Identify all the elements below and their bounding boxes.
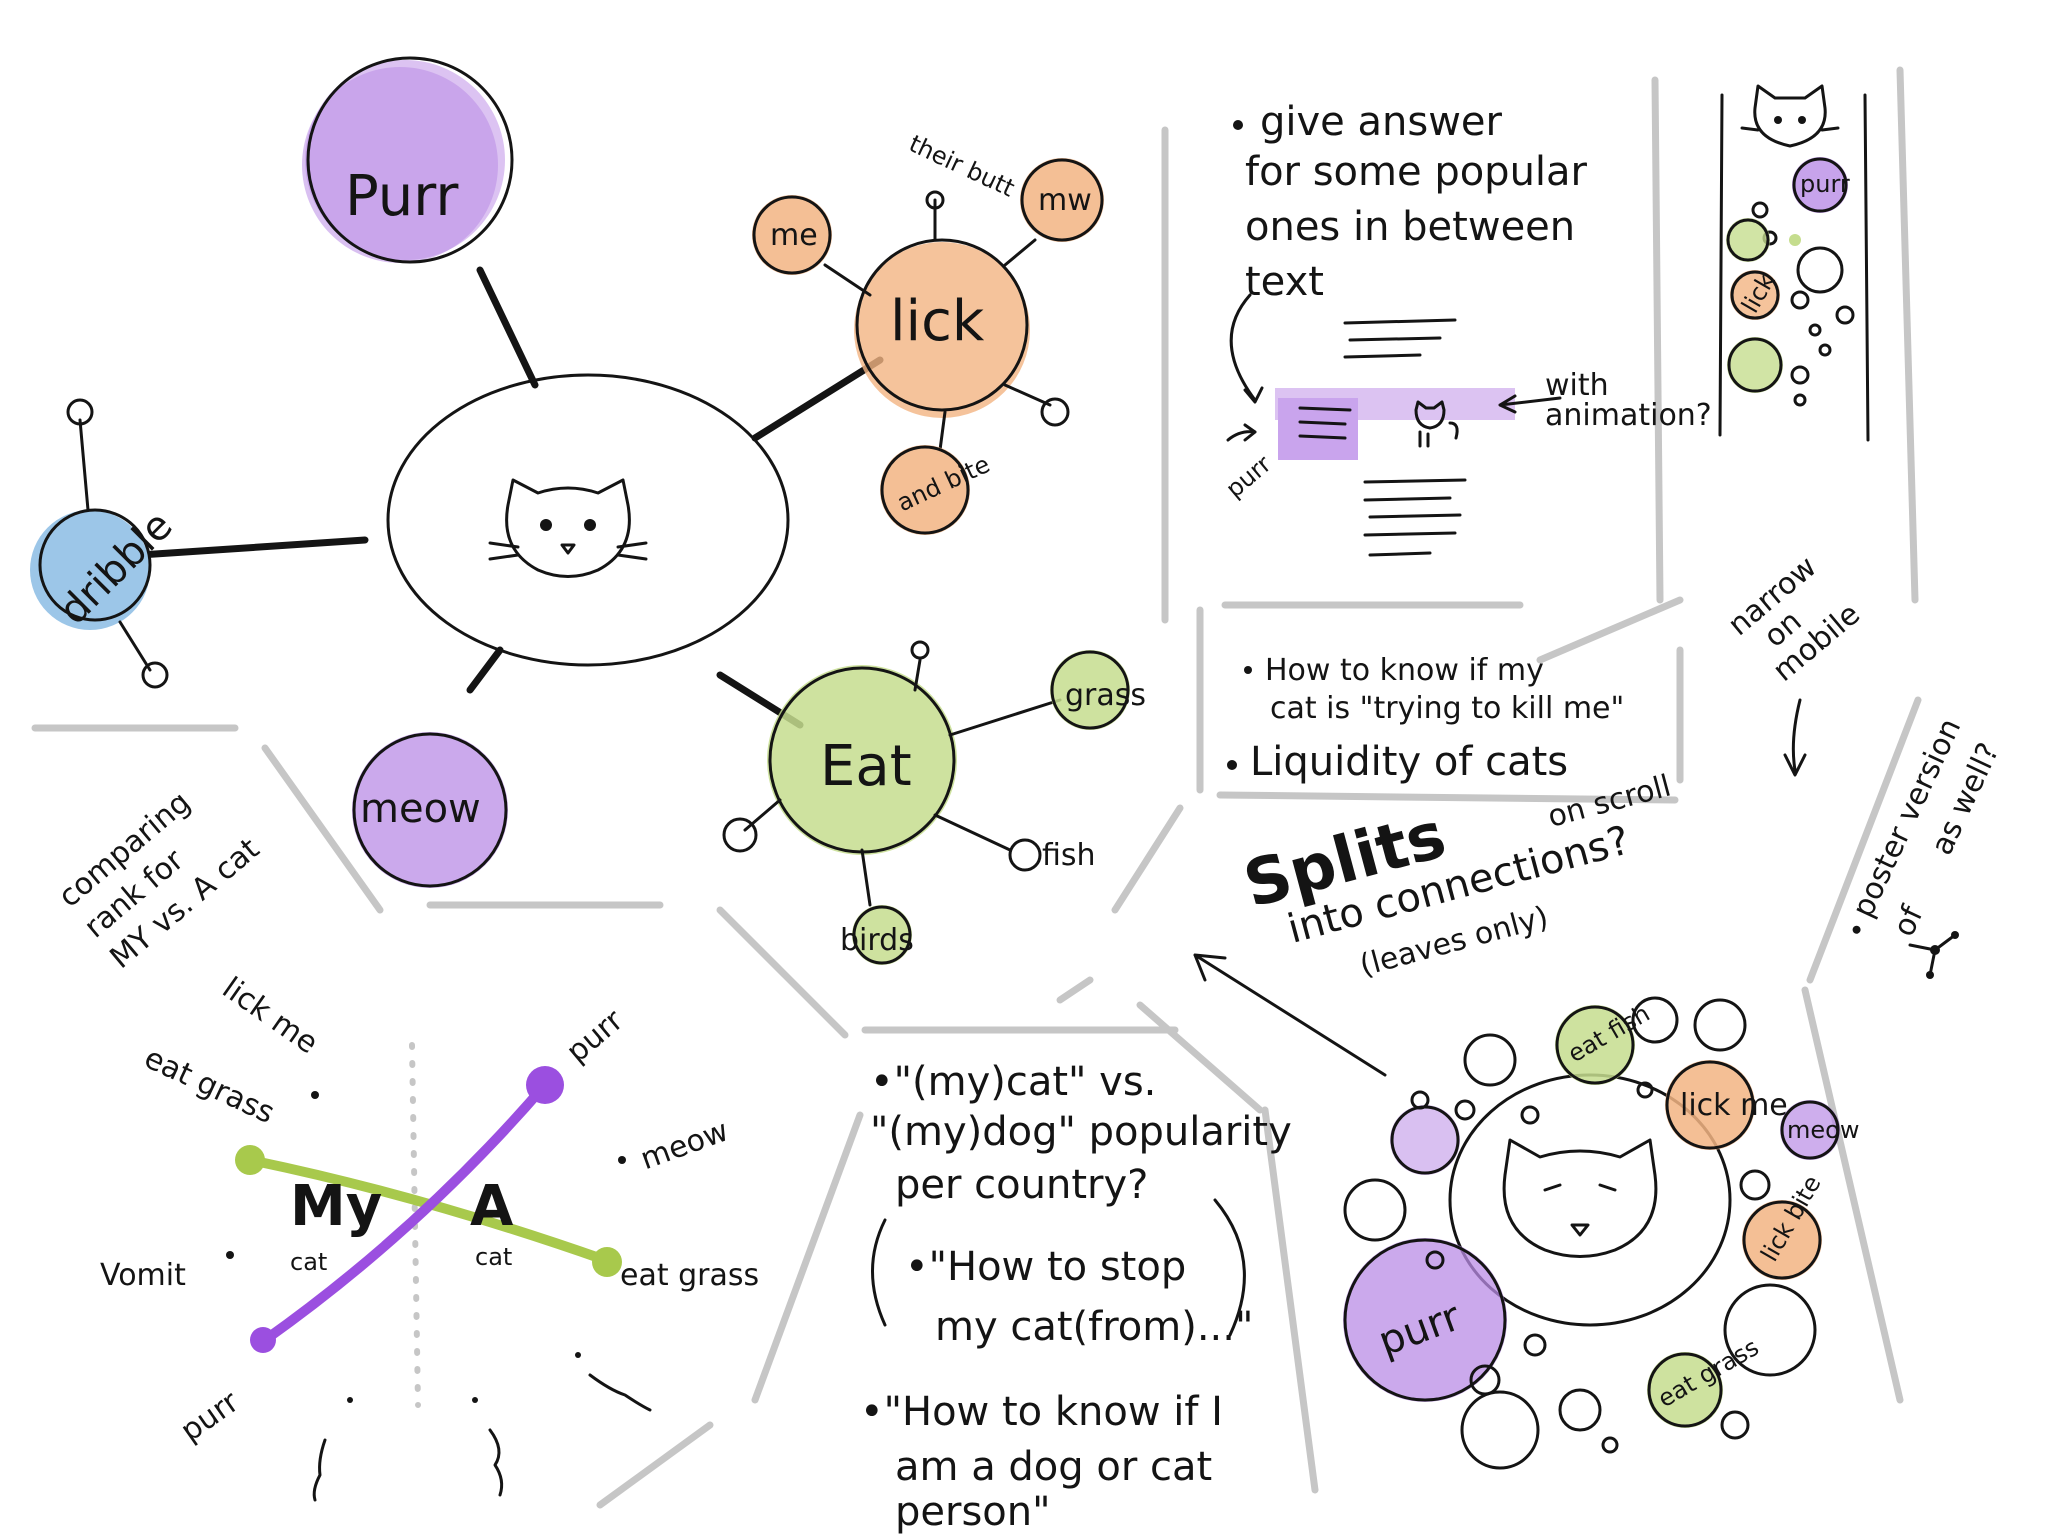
narrow-note: narrow on mobile [1721, 549, 1866, 688]
questions-note: How to know if my cat is "trying to kill… [1227, 653, 1624, 785]
birds-label: birds [840, 923, 914, 958]
arrow-left [1498, 394, 1562, 414]
meow-label: meow [360, 786, 481, 832]
know-line3: person" [895, 1489, 1051, 1535]
meow-bubble: meow [1787, 1116, 1859, 1144]
mobile-cat-icon [1740, 84, 1840, 148]
node-lick: lick me their butt mw and bite [752, 129, 1104, 535]
left-paren [871, 1218, 887, 1327]
mindmap: Purr dribble meow lick [30, 56, 1146, 965]
purr-right: purr [560, 1003, 631, 1070]
a-label: A [470, 1174, 514, 1239]
fish-label: fish [1042, 838, 1096, 873]
lick-me-label: me [770, 218, 818, 253]
arrow-down-mobile [1783, 698, 1807, 777]
know-line1: •"How to know if I [860, 1389, 1223, 1435]
node-purr: Purr [302, 56, 514, 264]
country-line2: "(my)dog" popularity [870, 1109, 1292, 1155]
text-lines-top [1343, 318, 1457, 359]
right-paren [1213, 1198, 1246, 1337]
node-eat: Eat grass fish birds [722, 640, 1146, 965]
stop-line2: my cat(from)..." [935, 1304, 1253, 1350]
question-line1: How to know if my [1265, 653, 1544, 688]
give-answer-line1: give answer [1260, 99, 1503, 145]
small-cat-icon [1414, 400, 1459, 448]
center-node [386, 373, 790, 667]
cat-face-icon [488, 478, 648, 578]
line-eat-grass [245, 1155, 610, 1265]
with-label: with [1545, 368, 1609, 403]
country-line1: •"(my)cat" vs. [870, 1059, 1156, 1105]
spoke-lick [751, 356, 884, 442]
dividers [31, 66, 1922, 1509]
question-line2: cat is "trying to kill me" [1270, 691, 1624, 726]
arrow-up-left [1193, 953, 1387, 1077]
their-butt-label: their butt [905, 129, 1019, 202]
give-answer-line4: text [1245, 259, 1324, 305]
mobile-strip: purr lick [1718, 84, 1870, 442]
stop-line1: •"How to stop [905, 1244, 1186, 1290]
purr-label: Purr [345, 164, 459, 229]
squiggles [312, 1352, 652, 1502]
spoke-dribble [136, 536, 369, 559]
grass-label: grass [1065, 678, 1146, 713]
eat-grass-right: eat grass [620, 1258, 759, 1293]
my-label: My [290, 1174, 382, 1239]
meow-right: meow [636, 1113, 733, 1177]
mini-graph-icon [1908, 931, 1959, 979]
splits-cat-icon [1502, 1138, 1658, 1258]
give-answer-line2: for some popular [1245, 149, 1588, 195]
country-line3: per country? [895, 1162, 1148, 1208]
mobile-purr-label: purr [1800, 170, 1850, 198]
a-cat-label: cat [475, 1243, 512, 1271]
slope-chart: My A cat cat lick me eat grass purr meow… [100, 971, 759, 1502]
purr-left: purr [174, 1384, 246, 1449]
line-purr [260, 1080, 550, 1345]
splits-diagram: eat fish lick me meow lick bite purr eat… [1343, 996, 1859, 1470]
answer-note: give answer for some popular ones in bet… [1220, 99, 1712, 557]
comparison-title: comparing rank for MY vs. A cat [52, 785, 266, 976]
vomit-label: Vomit [100, 1258, 186, 1293]
question-line3: Liquidity of cats [1250, 739, 1568, 785]
lick-mw-label: mw [1038, 183, 1092, 218]
poster-line2: of [1886, 900, 1931, 942]
give-answer-line3: ones in between [1245, 204, 1575, 250]
my-cat-label: cat [290, 1248, 327, 1276]
animation-label: animation? [1545, 398, 1712, 433]
spoke-meow [466, 646, 504, 694]
lick-me-bubble: lick me [1680, 1088, 1788, 1123]
arrow-down [1229, 293, 1257, 402]
node-dribble: dribble [30, 398, 182, 689]
eat-label: Eat [820, 734, 912, 799]
country-note: •"(my)cat" vs. "(my)dog" popularity per … [860, 1059, 1292, 1535]
purr-arrow-label: purr [1220, 450, 1276, 504]
know-line2: am a dog or cat [895, 1444, 1212, 1490]
lick-me-rank: lick me [216, 971, 324, 1061]
lick-label: lick [890, 289, 985, 354]
node-meow: meow [352, 732, 508, 888]
spoke-purr [476, 266, 539, 389]
eat-grass-left: eat grass [139, 1040, 280, 1131]
text-lines-bottom [1363, 478, 1467, 557]
